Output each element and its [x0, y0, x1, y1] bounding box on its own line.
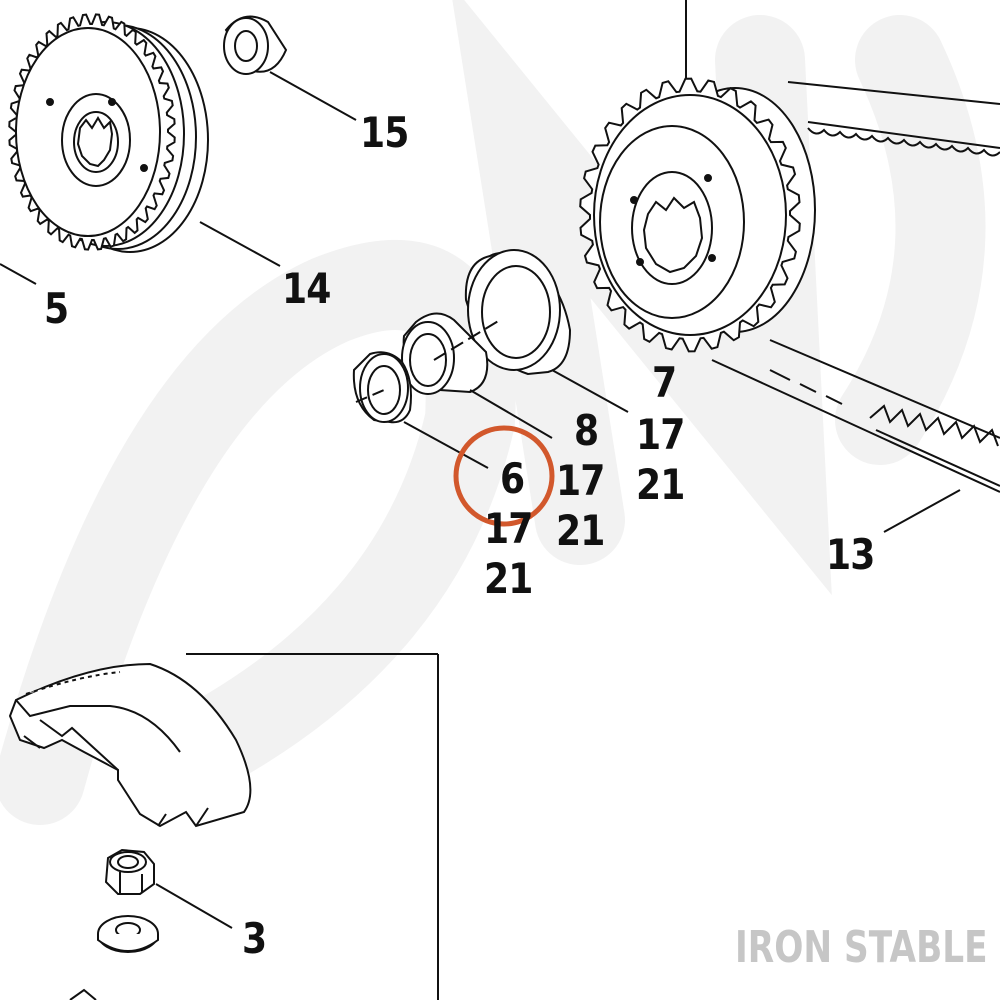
- callout-6: 6: [500, 454, 525, 503]
- callout-6-17: 17: [484, 504, 533, 553]
- thrust-washer[interactable]: [464, 249, 572, 376]
- sprocket[interactable]: [8, 13, 209, 253]
- callout-8: 8: [574, 406, 599, 455]
- callout-7-21: 21: [636, 460, 685, 509]
- partial-part: [69, 988, 97, 1001]
- sprocket-splines: [76, 116, 114, 168]
- pulley-splines: [642, 196, 704, 274]
- clutch-hub-pulley[interactable]: [579, 77, 816, 353]
- callout-5: 5: [44, 284, 69, 333]
- chain-slipper[interactable]: [8, 662, 252, 828]
- callout-7-17: 17: [636, 410, 685, 459]
- callout-13: 13: [826, 530, 875, 579]
- callout-14: 14: [282, 264, 331, 313]
- callout-8-17: 17: [556, 456, 605, 505]
- callout-8-21: 21: [556, 506, 605, 555]
- spacer-ring[interactable]: [352, 351, 412, 424]
- callout-3: 3: [242, 914, 267, 963]
- leader-lines: [0, 0, 961, 1000]
- bearing-ring[interactable]: [223, 15, 288, 75]
- lock-nut[interactable]: [104, 848, 155, 895]
- drive-belt[interactable]: [711, 81, 1000, 493]
- highlight-circle: [453, 425, 555, 527]
- callout-7: 7: [652, 358, 677, 407]
- flat-washer[interactable]: [97, 915, 159, 953]
- callout-15: 15: [360, 108, 409, 157]
- callout-6-21: 21: [484, 554, 533, 603]
- brand-watermark: IRON STABLE: [735, 922, 988, 973]
